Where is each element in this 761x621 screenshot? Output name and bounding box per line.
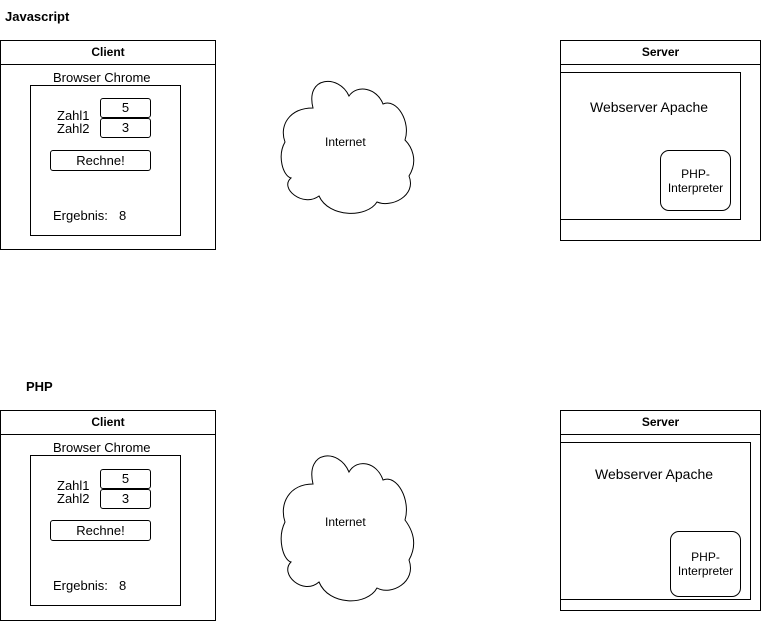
internet-label: Internet xyxy=(325,515,366,529)
result-label: Ergebnis: xyxy=(53,208,108,223)
client-header: Client xyxy=(1,411,215,435)
rechne-button[interactable]: Rechne! xyxy=(50,520,151,541)
server-header: Server xyxy=(561,41,760,65)
zahl1-input[interactable]: 5 xyxy=(100,469,151,489)
php-interpreter-box[interactable]: PHP-Interpreter xyxy=(660,150,731,211)
zahl1-label: Zahl1 xyxy=(57,108,90,123)
section-title-php: PHP xyxy=(26,379,53,394)
internet-cloud xyxy=(280,455,415,602)
rechne-button[interactable]: Rechne! xyxy=(50,150,151,171)
zahl1-input[interactable]: 5 xyxy=(100,98,151,118)
zahl2-label: Zahl2 xyxy=(57,491,90,506)
zahl2-input[interactable]: 3 xyxy=(100,118,151,138)
internet-cloud xyxy=(280,81,415,214)
server-header: Server xyxy=(561,411,760,435)
webserver-label: Webserver Apache xyxy=(595,466,714,482)
browser-label: Browser Chrome xyxy=(53,440,151,455)
zahl1-label: Zahl1 xyxy=(57,478,90,493)
result-value: 8 xyxy=(119,578,127,593)
client-header: Client xyxy=(1,41,215,65)
zahl2-label: Zahl2 xyxy=(57,121,90,136)
section-title-javascript: Javascript xyxy=(5,9,70,24)
browser-label: Browser Chrome xyxy=(53,70,151,85)
php-interpreter-box[interactable]: PHP-Interpreter xyxy=(670,531,741,597)
result-value: 8 xyxy=(119,208,127,223)
zahl2-input[interactable]: 3 xyxy=(100,489,151,509)
internet-label: Internet xyxy=(325,135,366,149)
webserver-label: Webserver Apache xyxy=(590,99,709,115)
result-label: Ergebnis: xyxy=(53,578,108,593)
